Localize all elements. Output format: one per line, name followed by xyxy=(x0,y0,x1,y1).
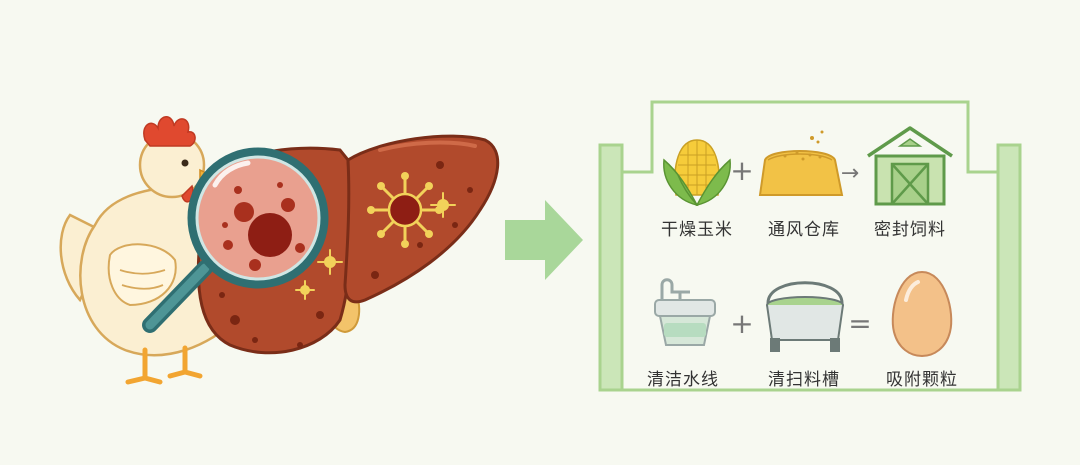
label-dry-corn: 干燥玉米 xyxy=(661,220,733,240)
equals-operator: = xyxy=(848,307,871,340)
mold-spore-icon xyxy=(317,249,343,275)
barn-icon xyxy=(867,126,953,206)
label-clean-water-line: 清洁水线 xyxy=(647,370,719,390)
trough-icon xyxy=(766,281,844,352)
mold-spore-icon xyxy=(367,172,443,248)
plus-operator: + xyxy=(730,154,753,187)
mold-spore-icon xyxy=(430,192,456,218)
label-binder-pellets: 吸附颗粒 xyxy=(886,370,958,390)
corn-icon xyxy=(663,139,731,207)
flow-arrow xyxy=(505,200,583,280)
label-clean-trough: 清扫料槽 xyxy=(768,370,840,390)
mold-spore-icon xyxy=(295,280,315,300)
egg-icon xyxy=(891,270,953,358)
magnifying-glass-icon xyxy=(142,147,329,333)
drinker-icon xyxy=(654,278,716,346)
label-sealed-feed: 密封饲料 xyxy=(874,220,946,240)
label-ventilated-warehouse: 通风仓库 xyxy=(768,220,840,240)
arrow-operator: → xyxy=(841,161,859,186)
plus-operator: + xyxy=(730,307,753,340)
prevention-panel xyxy=(598,100,1022,392)
feed-pile-icon xyxy=(758,130,844,196)
